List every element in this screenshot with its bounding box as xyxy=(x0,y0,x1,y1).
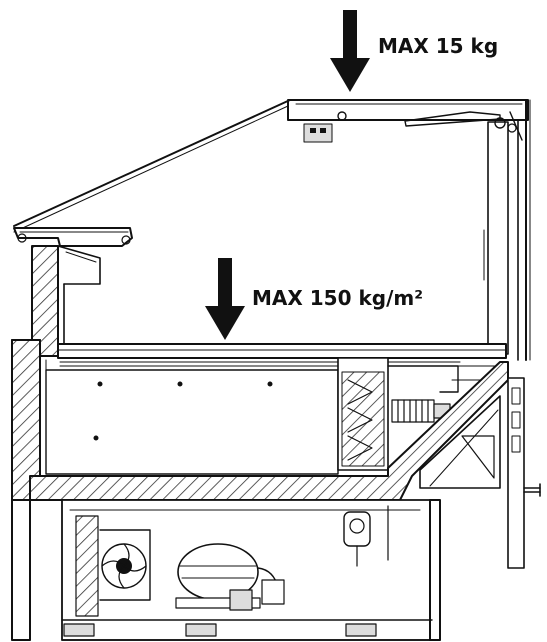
rear-frame xyxy=(483,99,531,361)
display-deck xyxy=(57,343,507,367)
load-arrows xyxy=(205,10,370,340)
top-canopy xyxy=(287,99,529,143)
top-load-label: MAX 15 kg xyxy=(378,34,499,58)
sloped-front-glass xyxy=(13,99,291,233)
refrigerant-receiver xyxy=(343,505,389,567)
front-insulated-post xyxy=(31,245,59,357)
top-load-arrow-icon xyxy=(330,10,370,92)
rear-support-bracket xyxy=(419,395,501,489)
compressor xyxy=(175,543,285,611)
condenser-fan xyxy=(75,515,151,617)
evaporator-fan xyxy=(391,399,451,423)
rear-panel xyxy=(507,377,541,569)
front-top-profile xyxy=(13,227,133,346)
shelf-load-label: MAX 150 kg/m² xyxy=(252,286,423,310)
shelf-load-arrow-icon xyxy=(205,258,245,340)
